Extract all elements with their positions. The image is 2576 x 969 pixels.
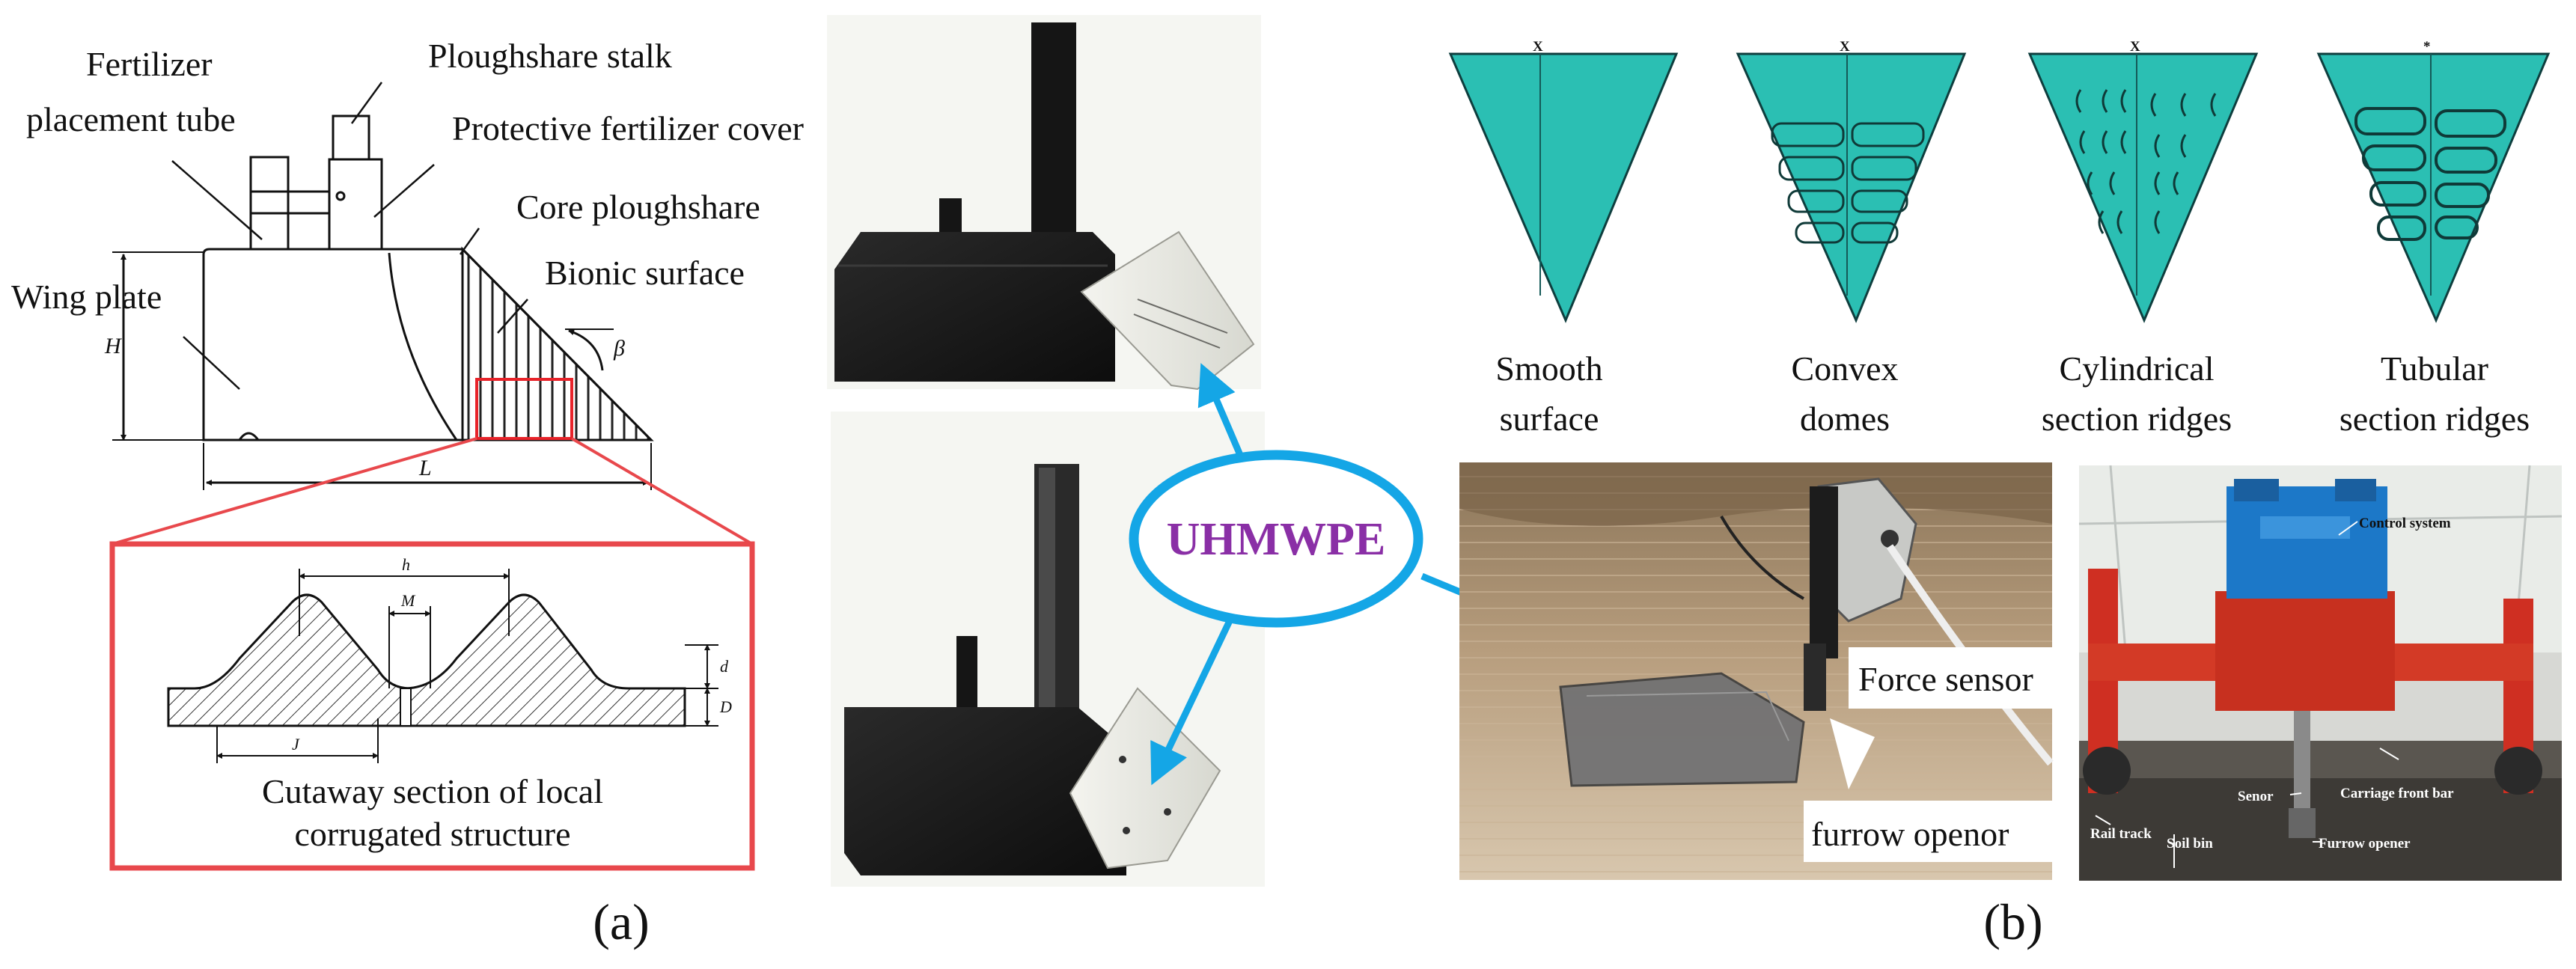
surface-tubular-ridges: * [2316,39,2551,323]
surface-caption-1-line2: surface [1500,400,1599,438]
opener-photo-bottom [831,412,1265,887]
label-rail-track: Rail track [2090,826,2152,842]
surface-caption-4-line1: Tubular [2381,349,2488,388]
soil-bin-photo: Force sensor furrow openor [1459,462,2054,880]
inset-dim-M: M [400,591,416,610]
callout-fertilizer-line2: placement tube [26,100,236,138]
schematic-drawing [112,82,654,490]
label-control-system: Control system [2359,516,2451,531]
inset-dimensions [216,569,718,763]
surface-convex-domes: X [1736,39,1967,323]
surface-caption-2-line2: domes [1800,400,1890,438]
label-force-sensor: Force sensor [1858,660,2033,698]
uhmwpe-ellipse [1129,450,1423,628]
surface-cylindrical-ridges: X [2027,39,2259,323]
corrugated-profile [167,593,686,727]
callout-fertilizer-line1: Fertilizer [86,45,213,83]
surface-caption-3-line2: section ridges [2042,400,2232,438]
inset-caption-line2: corrugated structure [294,815,570,853]
callout-core-ploughshare: Core ploughshare [516,188,760,226]
inset-dim-labels: h M d D J [292,555,732,754]
surface-smooth: X [1448,39,1679,323]
inset-caption-line1: Cutaway section of local [262,772,603,810]
panel-a-label: (a) [593,893,649,950]
panel-b-label: (b) [1983,893,2042,950]
callout-ploughshare-stalk: Ploughshare stalk [428,37,672,75]
surface-caption-2-line1: Convex [1791,349,1898,388]
svg-text:*: * [2423,39,2431,55]
callout-protective-cover: Protective fertilizer cover [452,109,804,147]
surface-caption-3-line1: Cylindrical [2060,349,2215,388]
label-senor: Senor [2238,789,2274,804]
svg-text:X: X [2130,39,2140,55]
test-rig-photo: Control system Senor Carriage front bar … [2078,465,2563,881]
uhmwpe-label: UHMWPE [1167,514,1386,565]
schematic-callouts: Fertilizer placement tube Ploughshare st… [11,37,804,480]
opener-photo-top [827,15,1261,391]
label-furrow-openor: furrow openor [1811,815,2009,853]
corrugation-highlight-box [475,378,573,440]
dim-label-beta: β [613,336,625,361]
surface-captions: Smooth surface Convex domes Cylindrical … [1495,349,2530,438]
inset-connector-lines [112,437,754,545]
inset-dim-D: D [719,697,732,716]
label-furrow-opener: Furrow opener [2319,836,2411,852]
label-carriage-front-bar: Carriage front bar [2340,786,2454,801]
inset-dim-J: J [292,735,300,754]
dim-label-L: L [418,456,432,480]
surface-caption-4-line2: section ridges [2340,400,2530,438]
svg-text:X: X [1840,39,1850,55]
svg-text:X: X [1533,39,1543,55]
surface-caption-1-line1: Smooth [1495,349,1602,388]
callout-wing-plate: Wing plate [11,278,162,316]
callout-bionic-surface: Bionic surface [545,254,745,292]
dim-label-H: H [104,334,123,358]
label-soil-bin: Soil bin [2167,836,2213,852]
inset-dim-h: h [402,555,410,574]
inset-dim-d: d [720,657,729,676]
